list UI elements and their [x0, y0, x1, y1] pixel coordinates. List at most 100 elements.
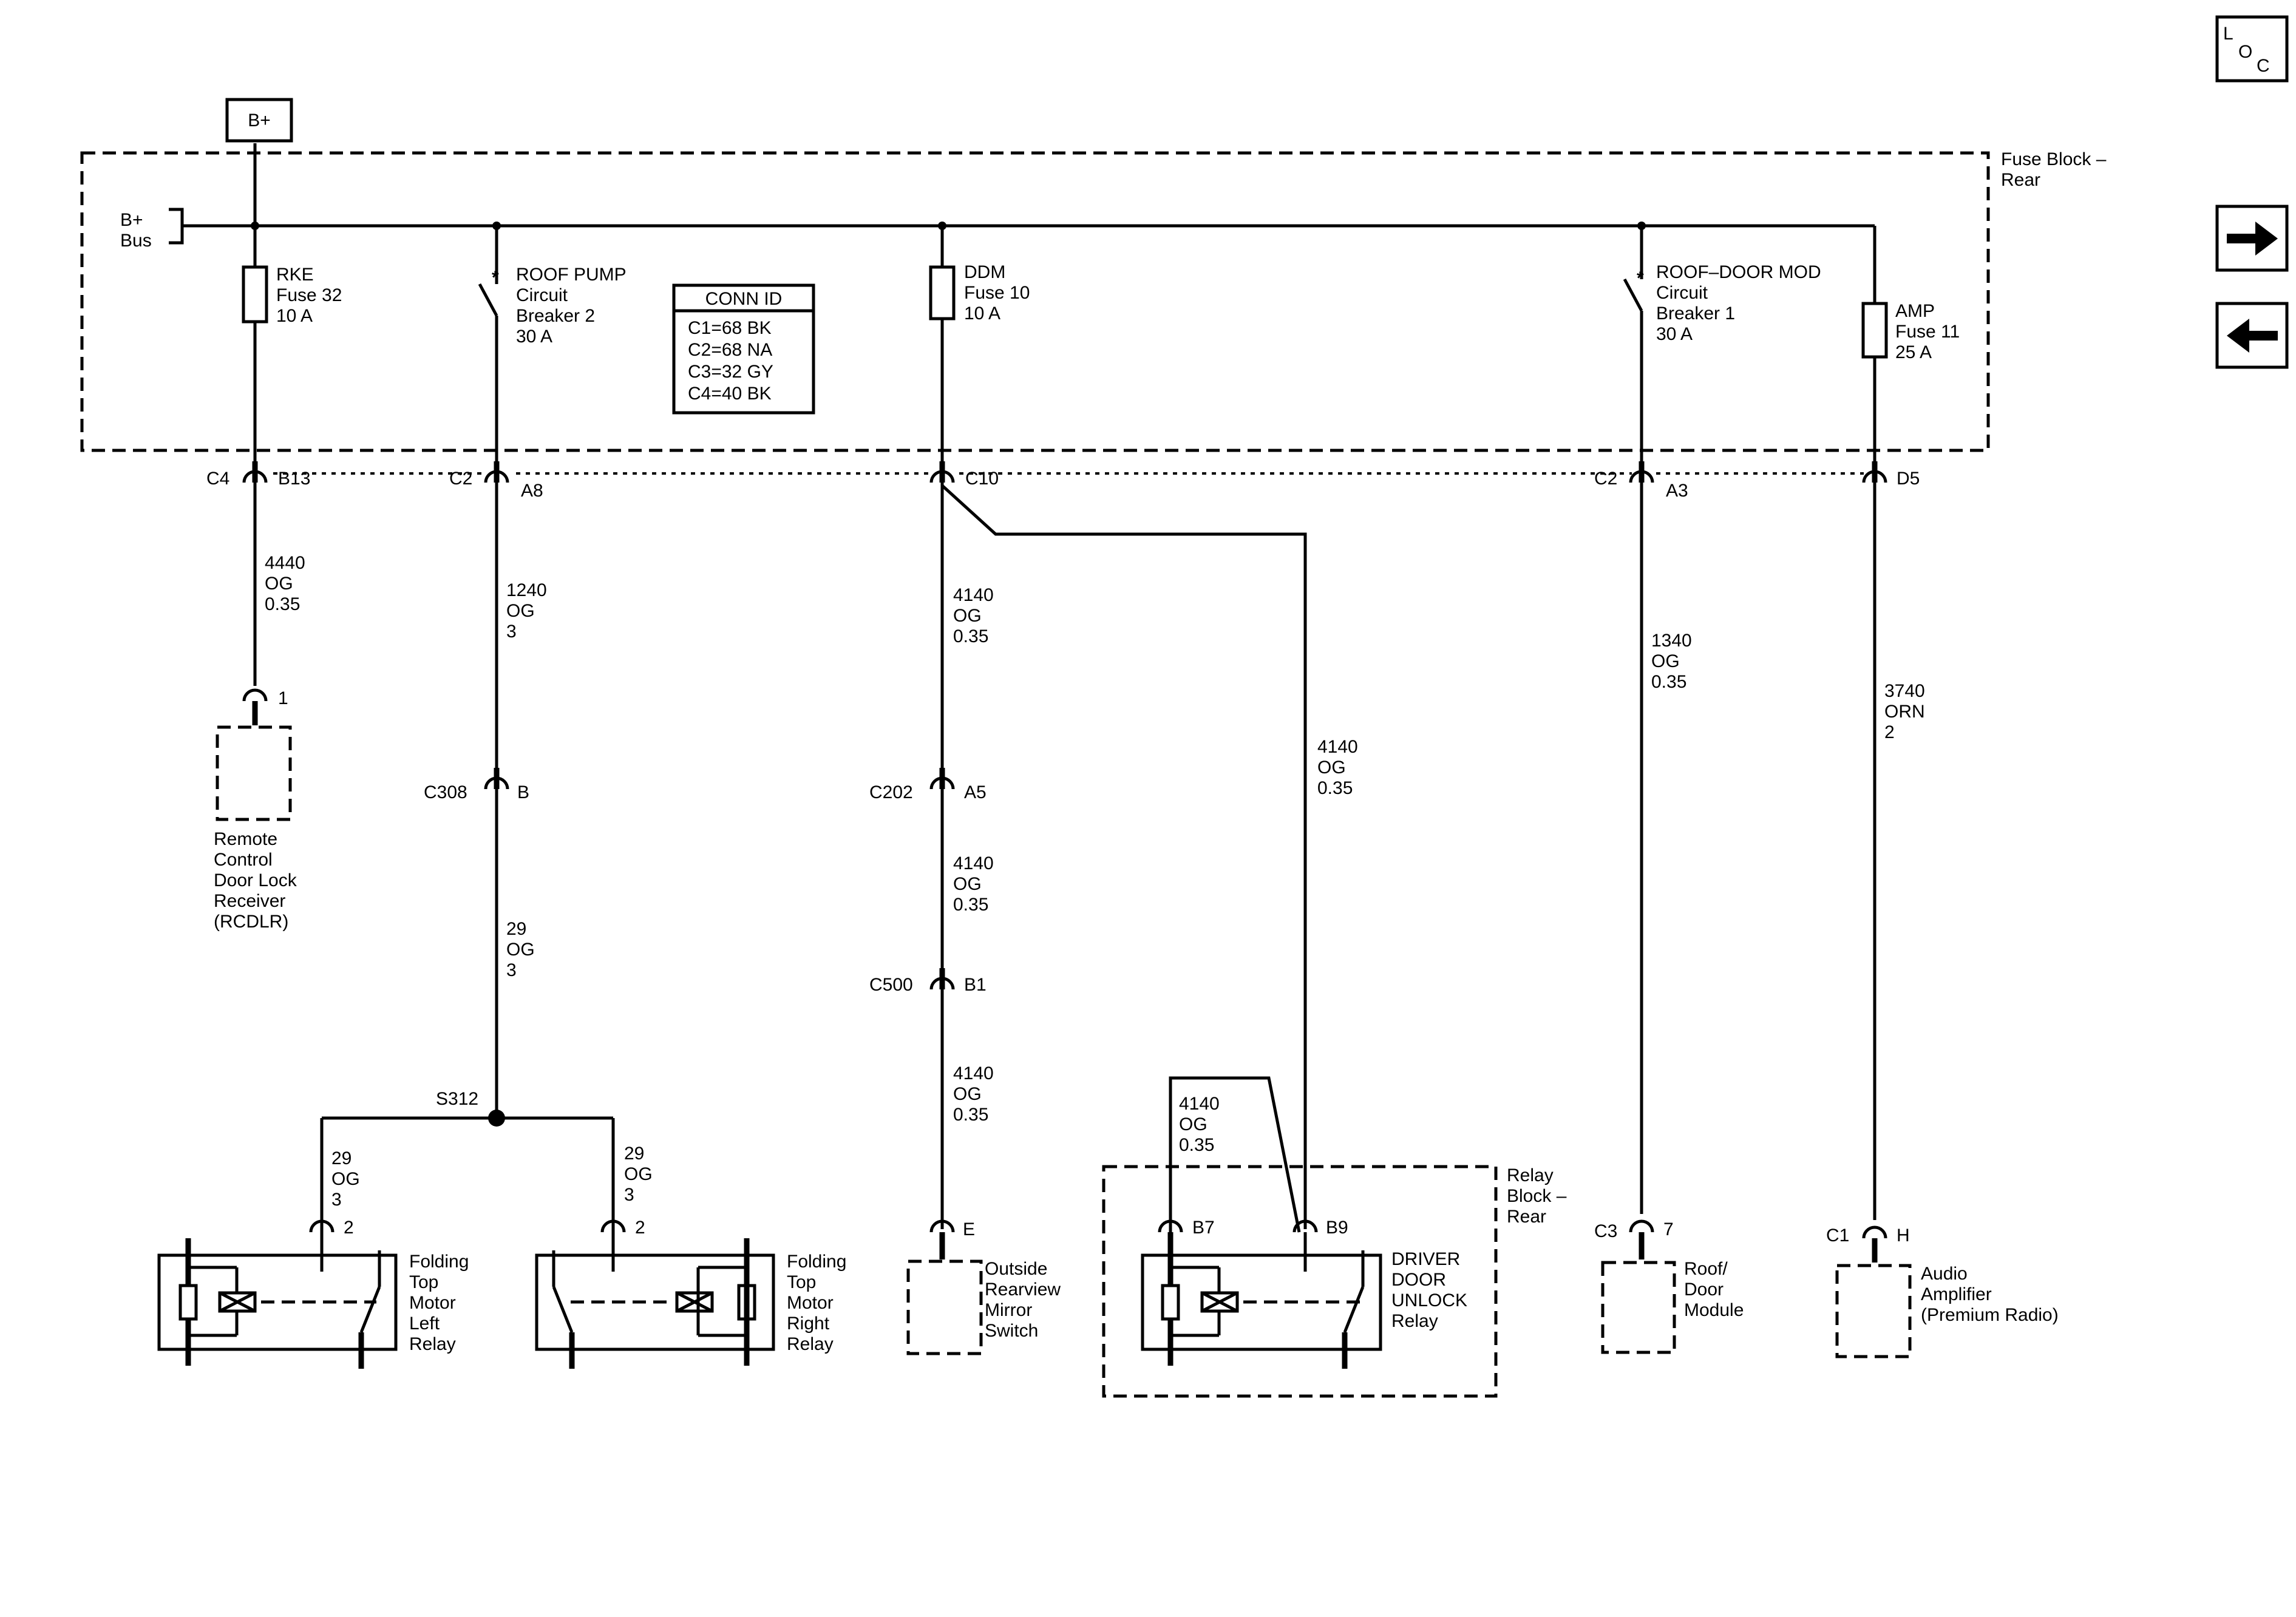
svg-text:OG: OG: [953, 874, 982, 894]
svg-text:Amplifier: Amplifier: [1921, 1284, 1992, 1304]
svg-text:Control: Control: [214, 850, 273, 870]
svg-text:B+: B+: [120, 210, 143, 230]
svg-text:B7: B7: [1192, 1218, 1215, 1238]
roof-door-module-branch: 1340 OG 0.35 C3 7 Roof/ Door Module: [1594, 631, 1744, 1354]
svg-text:(Premium Radio): (Premium Radio): [1921, 1305, 2059, 1325]
svg-text:S312: S312: [436, 1089, 478, 1109]
svg-text:C308: C308: [424, 782, 467, 802]
svg-text:3: 3: [331, 1190, 342, 1210]
svg-text:29: 29: [331, 1148, 352, 1168]
loc-button[interactable]: L O C: [2215, 15, 2289, 83]
svg-text:Relay: Relay: [1507, 1165, 1554, 1185]
svg-text:1: 1: [278, 688, 288, 708]
svg-text:B9: B9: [1326, 1218, 1348, 1238]
driver-door-unlock-relay: Relay Block – Rear B7 B9 DRIVER DOOR UNL…: [1102, 1165, 1567, 1398]
svg-text:Top: Top: [787, 1272, 816, 1292]
svg-text:C3=32 GY: C3=32 GY: [688, 362, 773, 382]
roof-pump-breaker: * ROOF PUMP Circuit Breaker 2 30 A: [478, 226, 627, 461]
svg-text:(RCDLR): (RCDLR): [214, 912, 288, 932]
roof-door-breaker: * ROOF–DOOR MOD Circuit Breaker 1 30 A: [1623, 226, 1821, 461]
amp-fuse: AMP Fuse 11 25 A: [1642, 224, 1960, 461]
svg-text:Fuse 10: Fuse 10: [964, 283, 1030, 303]
svg-text:0.35: 0.35: [953, 895, 988, 915]
svg-text:Breaker 2: Breaker 2: [516, 306, 595, 326]
svg-text:CONN ID: CONN ID: [705, 289, 783, 309]
svg-text:Block –: Block –: [1507, 1186, 1567, 1206]
svg-text:0.35: 0.35: [953, 1105, 988, 1125]
svg-text:B13: B13: [278, 469, 310, 489]
svg-text:1240: 1240: [506, 580, 547, 600]
previous-page-button[interactable]: [2215, 302, 2289, 369]
loc-letter-l: L: [2223, 24, 2233, 44]
svg-text:A5: A5: [964, 782, 987, 802]
svg-text:Receiver: Receiver: [214, 891, 285, 911]
rke-fuse: RKE Fuse 32 10 A: [242, 226, 342, 461]
svg-text:ROOF PUMP: ROOF PUMP: [516, 265, 627, 285]
svg-text:2: 2: [635, 1218, 645, 1238]
svg-text:Audio: Audio: [1921, 1264, 1968, 1284]
svg-text:Door Lock: Door Lock: [214, 870, 297, 890]
svg-text:Outside: Outside: [985, 1259, 1047, 1279]
svg-text:Relay: Relay: [787, 1334, 834, 1354]
svg-text:C202: C202: [869, 782, 913, 802]
svg-text:7: 7: [1663, 1219, 1674, 1239]
svg-text:10 A: 10 A: [276, 306, 313, 326]
svg-text:Circuit: Circuit: [516, 285, 568, 305]
svg-text:Fuse 32: Fuse 32: [276, 285, 342, 305]
svg-text:B: B: [517, 782, 529, 802]
svg-text:Door: Door: [1684, 1280, 1724, 1300]
svg-text:4440: 4440: [265, 553, 305, 573]
svg-text:OG: OG: [506, 601, 535, 621]
svg-text:Circuit: Circuit: [1656, 283, 1708, 303]
svg-text:Folding: Folding: [787, 1252, 846, 1272]
svg-text:4140: 4140: [953, 585, 994, 605]
svg-text:*: *: [1637, 268, 1644, 288]
svg-text:0.35: 0.35: [1179, 1135, 1214, 1155]
svg-text:AMP: AMP: [1895, 301, 1935, 321]
svg-text:OG: OG: [265, 574, 293, 594]
svg-text:10 A: 10 A: [964, 303, 1000, 324]
arrow-right-icon: [2227, 222, 2278, 256]
svg-text:Rearview: Rearview: [985, 1280, 1061, 1300]
svg-text:*: *: [492, 268, 499, 288]
svg-text:3: 3: [624, 1185, 634, 1205]
svg-text:ORN: ORN: [1884, 702, 1925, 722]
svg-text:RKE: RKE: [276, 265, 314, 285]
svg-text:C1=68 BK: C1=68 BK: [688, 318, 772, 338]
svg-text:DOOR: DOOR: [1391, 1270, 1446, 1290]
svg-text:Motor: Motor: [787, 1293, 834, 1313]
svg-text:OG: OG: [624, 1164, 653, 1184]
svg-text:Relay: Relay: [409, 1334, 456, 1354]
svg-text:25 A: 25 A: [1895, 342, 1932, 362]
ddm-fuse: DDM Fuse 10 10 A: [929, 226, 1030, 461]
svg-text:1340: 1340: [1651, 631, 1692, 651]
svg-text:D5: D5: [1897, 469, 1920, 489]
svg-text:C1: C1: [1826, 1225, 1849, 1246]
svg-text:H: H: [1897, 1225, 1910, 1246]
svg-text:Breaker 1: Breaker 1: [1656, 303, 1735, 324]
svg-text:Remote: Remote: [214, 829, 277, 849]
svg-text:4140: 4140: [1317, 737, 1358, 757]
svg-text:A3: A3: [1666, 481, 1688, 501]
svg-text:Folding: Folding: [409, 1252, 469, 1272]
roof-pump-branch: 1240 OG 3 C308 B 29 OG 3 S312 29 OG 3 29…: [320, 580, 653, 1232]
svg-text:30 A: 30 A: [516, 327, 552, 347]
svg-text:OG: OG: [1179, 1114, 1207, 1134]
svg-text:0.35: 0.35: [1651, 672, 1686, 692]
svg-text:3: 3: [506, 622, 517, 642]
svg-text:A8: A8: [521, 481, 543, 501]
svg-text:OG: OG: [1317, 758, 1346, 778]
svg-text:C4=40 BK: C4=40 BK: [688, 384, 772, 404]
svg-text:4140: 4140: [953, 853, 994, 873]
fuse-block-connectors: C4 B13 C2 A8 C10 C2 A3 D5: [206, 461, 1920, 1220]
folding-top-right-relay: 2 Folding Top Motor Right Relay: [535, 1218, 846, 1369]
bplus-label: B+: [248, 110, 271, 131]
svg-text:E: E: [963, 1219, 975, 1239]
svg-text:0.35: 0.35: [1317, 778, 1353, 798]
svg-text:29: 29: [624, 1144, 644, 1164]
svg-text:Roof/: Roof/: [1684, 1259, 1728, 1279]
next-page-button[interactable]: [2215, 205, 2289, 272]
svg-text:C4: C4: [206, 469, 229, 489]
svg-text:Switch: Switch: [985, 1321, 1038, 1341]
